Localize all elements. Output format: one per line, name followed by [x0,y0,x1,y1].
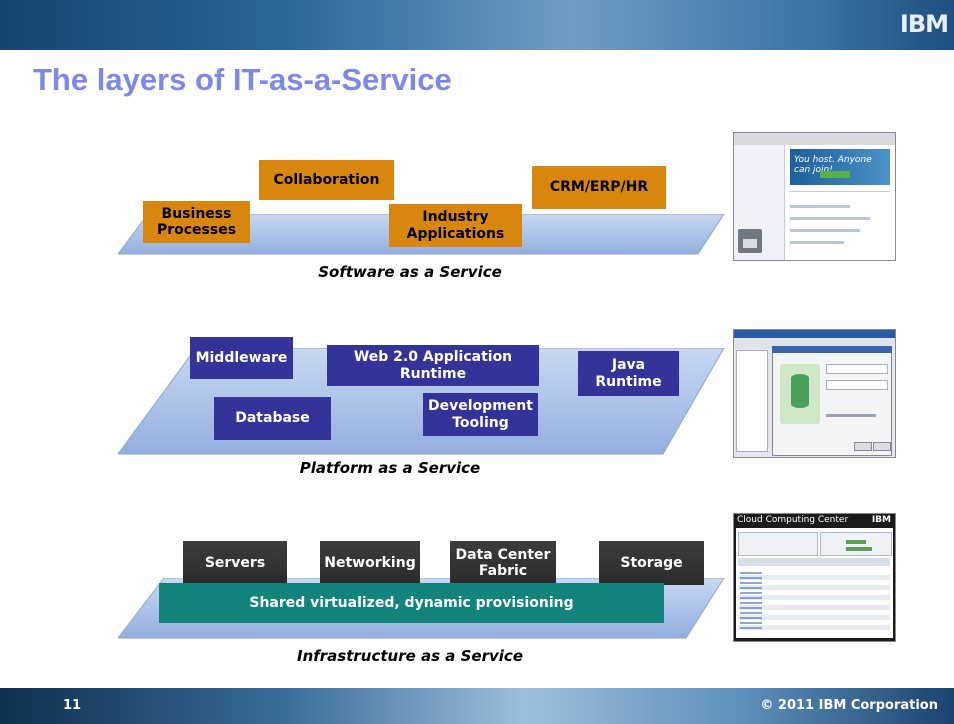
saas-screenshot-banner: You host. Anyone can join! [794,155,872,175]
collaboration-box: Collaboration [259,160,394,200]
iaas-caption: Infrastructure as a Service [297,647,523,665]
iaas-screenshot-title: Cloud Computing Center [737,515,849,525]
paas-screenshot [733,329,896,458]
database-box: Database [214,397,331,440]
servers-box: Servers [183,541,287,585]
ibm-logo: IBM [899,10,949,38]
iaas-screenshot-logo: IBM [871,515,891,525]
slide-title: The layers of IT-as-a-Service [33,62,452,97]
java-runtime-box: Java Runtime [578,351,679,396]
saas-caption: Software as a Service [318,263,502,281]
business-processes-box: Business Processes [143,201,250,243]
footer-bar: 11 © 2011 IBM Corporation [0,688,954,724]
saas-screenshot: You host. Anyone can join! [733,132,896,261]
data-center-fabric-box: Data Center Fabric [450,541,556,585]
development-tooling-box: Development Tooling [423,393,538,436]
storage-box: Storage [599,541,704,585]
page-number: 11 [63,698,82,713]
crm-erp-hr-box: CRM/ERP/HR [532,166,666,209]
header-bar: IBM [0,0,954,50]
iaas-screenshot: Cloud Computing Center IBM [733,513,896,642]
shared-provisioning-box: Shared virtualized, dynamic provisioning [159,583,664,623]
web20-runtime-box: Web 2.0 Application Runtime [327,345,539,386]
middleware-box: Middleware [190,337,293,379]
industry-applications-box: Industry Applications [389,204,522,247]
paas-caption: Platform as a Service [299,459,481,477]
copyright-text: © 2011 IBM Corporation [760,698,938,713]
networking-box: Networking [320,541,420,585]
